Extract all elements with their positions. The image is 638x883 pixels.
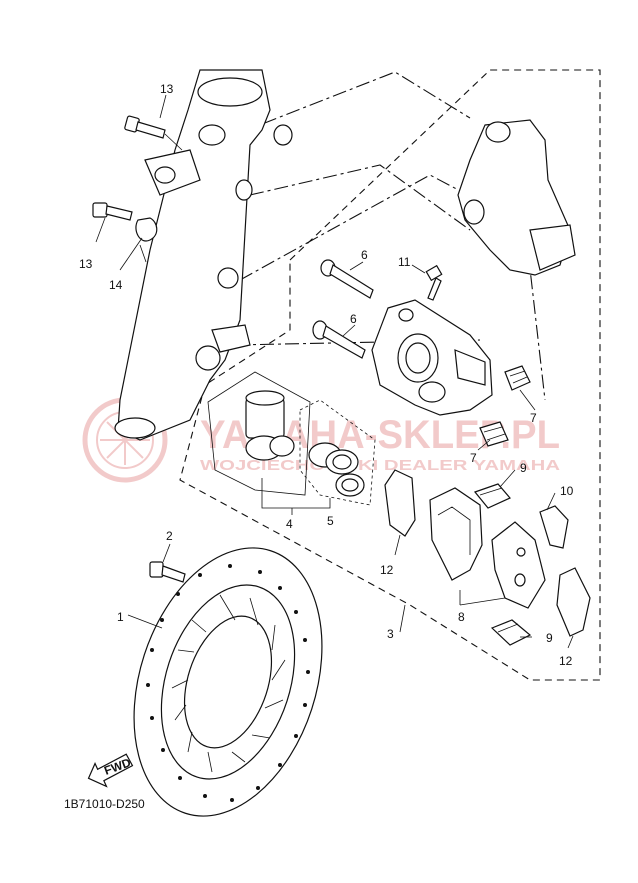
boot-7-lower (479, 421, 509, 447)
clip-14 (135, 217, 158, 263)
front-fork (114, 69, 293, 441)
fwd-arrow-icon: FWD (87, 753, 134, 788)
callout-1: 1 (117, 610, 124, 624)
piston-kit-4 (245, 390, 295, 461)
callout-13-upper: 13 (160, 82, 174, 96)
callout-7-lower: 7 (470, 451, 477, 465)
callout-5: 5 (327, 514, 334, 528)
caliper-bracket (457, 119, 576, 276)
callout-9-upper: 9 (520, 461, 527, 475)
pin-6-upper (320, 259, 374, 299)
disc-spokes (171, 594, 286, 773)
boot-7-upper (504, 365, 531, 391)
fwd-label: FWD (102, 755, 133, 778)
callout-9-lower: 9 (546, 631, 553, 645)
leader-lines (95, 94, 574, 649)
clip-10 (539, 505, 569, 549)
shim-12-left (384, 469, 416, 537)
callout-12-left: 12 (380, 563, 394, 577)
seal-kit-5 (308, 442, 365, 497)
callout-10: 10 (560, 484, 574, 498)
watermark-line2: WOJCIECHOWSKI DEALER YAMAHA (200, 457, 560, 474)
callout-7-upper: 7 (530, 411, 537, 425)
callout-6-lower: 6 (350, 312, 357, 326)
spring-9-lower (490, 619, 532, 646)
callouts: 13 13 14 6 6 11 7 7 9 10 4 5 2 12 8 1 3 … (79, 82, 574, 668)
callout-11: 11 (398, 255, 411, 269)
callout-8: 8 (458, 610, 465, 624)
shim-12-right (556, 567, 591, 637)
disc-holes (146, 564, 310, 802)
bolt-13-lower (92, 202, 133, 221)
callout-12-right: 12 (559, 654, 573, 668)
callout-14: 14 (109, 278, 123, 292)
callout-3: 3 (387, 627, 394, 641)
bleed-screw-11 (425, 264, 443, 301)
pin-6-lower (312, 320, 366, 359)
caliper-body (371, 299, 493, 416)
brake-disc-1 (133, 547, 323, 817)
bolt-2 (149, 561, 186, 583)
brake-pad-8 (429, 487, 546, 609)
callout-13-lower: 13 (79, 257, 93, 271)
bolt-13-upper (124, 115, 183, 151)
callout-4: 4 (286, 517, 293, 531)
spring-9-upper (473, 483, 511, 509)
callout-2: 2 (166, 529, 173, 543)
callout-6-upper: 6 (361, 248, 368, 262)
drawing-code: 1B71010-D250 (64, 797, 145, 811)
